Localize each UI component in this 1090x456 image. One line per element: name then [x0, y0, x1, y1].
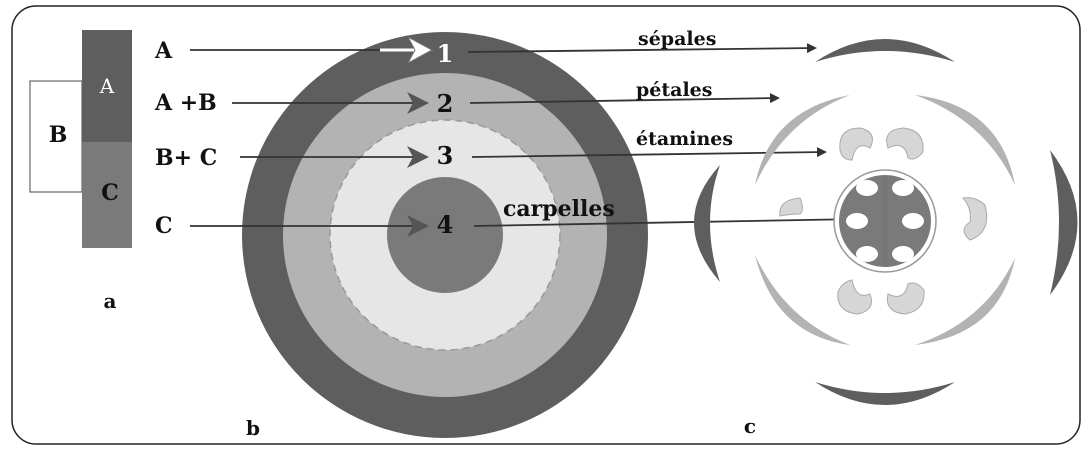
organ-label-stamens: étamines — [636, 128, 733, 150]
ovule-6 — [892, 246, 914, 262]
panel-a-label: a — [104, 289, 117, 313]
gene-label-whorl-3: B+ C — [155, 145, 217, 171]
ovule-3 — [846, 213, 868, 229]
b-domain-letter: B — [49, 122, 68, 148]
a-domain-letter: A — [99, 74, 115, 98]
whorl-1-number: 1 — [437, 39, 454, 68]
organ-label-petals: pétales — [636, 79, 712, 101]
c-domain-letter: C — [101, 180, 119, 206]
ovule-5 — [856, 246, 878, 262]
panel-b-label: b — [246, 416, 260, 440]
gynoecium — [834, 170, 936, 272]
gene-label-whorl-1: A — [154, 38, 173, 64]
gene-label-whorl-2: A +B — [154, 90, 217, 116]
organ-label-sepals: sépales — [638, 28, 716, 50]
ovule-2 — [892, 180, 914, 196]
organ-label-carpels: carpelles — [503, 196, 615, 222]
ovule-1 — [856, 180, 878, 196]
ovule-4 — [902, 213, 924, 229]
whorl-2-number: 2 — [437, 89, 454, 118]
panel-c-label: c — [744, 414, 756, 438]
whorl-3-number: 3 — [437, 141, 454, 170]
gene-label-whorl-4: C — [155, 213, 173, 239]
whorl-4-number: 4 — [437, 210, 454, 239]
